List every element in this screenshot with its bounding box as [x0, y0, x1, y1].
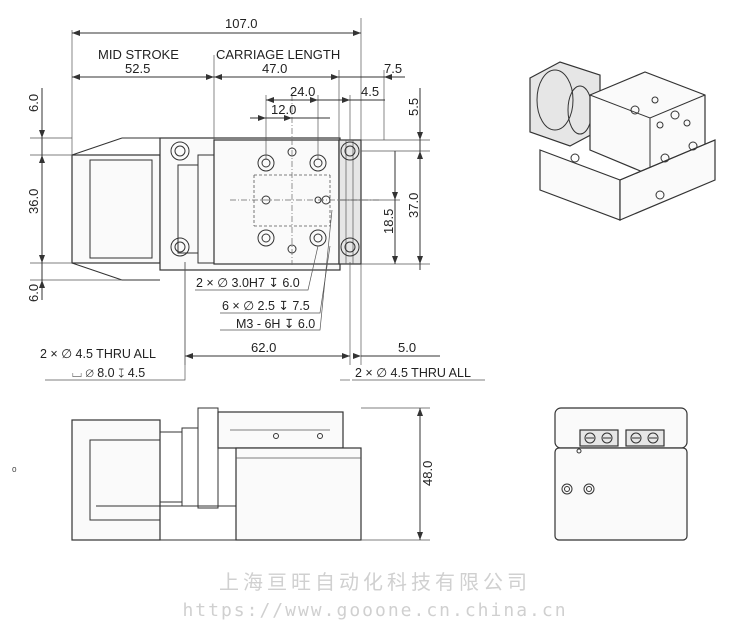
callout-counterbore: ⌴ ∅ 8.0 ↧ 4.5	[72, 366, 145, 380]
callout-left-thru-holes: 2 × ∅ 4.5 THRU ALL	[40, 347, 156, 361]
dim-right-offset: 4.5	[361, 84, 379, 99]
dim-carriage-length-value: 47.0	[262, 61, 287, 76]
callout-small-holes: 6 × ∅ 2.5 ↧ 7.5	[222, 299, 310, 313]
dim-top-offset-left: 6.0	[26, 94, 41, 112]
front-view	[71, 407, 430, 541]
dimension-labels: 107.0 MID STROKE 52.5 CARRIAGE LENGTH 47…	[26, 16, 435, 486]
callout-notes: 2 × ∅ 3.0H7 ↧ 6.0 6 × ∅ 2.5 ↧ 7.5 M3 - 6…	[40, 276, 471, 380]
isometric-view	[529, 61, 716, 221]
dim-hole-spacing-outer: 24.0	[290, 84, 315, 99]
side-base	[554, 447, 688, 541]
dim-overall-length: 107.0	[225, 16, 258, 31]
front-coupling	[159, 431, 183, 503]
side-carriage	[554, 407, 688, 449]
dim-carriage-half: 18.5	[381, 209, 396, 234]
base-mount-holes	[170, 141, 360, 257]
end-block	[338, 139, 362, 265]
dim-base-hole-spacing: 62.0	[251, 340, 276, 355]
front-motor	[71, 419, 161, 541]
top-dimensions	[30, 18, 485, 381]
dim-carriage-length-label: CARRIAGE LENGTH	[216, 47, 340, 62]
dim-hole-spacing-inner: 12.0	[271, 102, 296, 117]
dim-carriage-width: 37.0	[406, 193, 421, 218]
callout-threaded-holes: M3 - 6H ↧ 6.0	[236, 317, 315, 331]
dim-mid-stroke-label: MID STROKE	[98, 47, 179, 62]
dim-width: 36.0	[26, 189, 41, 214]
callout-dowel-holes: 2 × ∅ 3.0H7 ↧ 6.0	[196, 276, 300, 290]
watermark-company: 上海亘旺自动化科技有限公司	[219, 570, 531, 594]
dim-base-right: 5.0	[398, 340, 416, 355]
top-view	[71, 95, 380, 281]
front-base	[235, 447, 362, 541]
dim-right-end: 7.5	[384, 61, 402, 76]
stray-mark: ₒ	[12, 460, 17, 474]
dim-top-offset-right: 5.5	[406, 98, 421, 116]
watermark-url: https://www.gooone.cn.china.cn	[182, 600, 568, 621]
motor-body	[71, 154, 161, 264]
dim-height: 48.0	[420, 461, 435, 486]
side-view	[554, 407, 688, 541]
side-screws	[584, 432, 659, 444]
front-end-plate	[197, 407, 219, 509]
callout-right-thru-holes: 2 × ∅ 4.5 THRU ALL	[355, 366, 471, 380]
iso-base-left	[539, 149, 621, 221]
dim-mid-stroke-value: 52.5	[125, 61, 150, 76]
dim-bottom-offset-left: 6.0	[26, 284, 41, 302]
motor-face	[89, 159, 153, 259]
